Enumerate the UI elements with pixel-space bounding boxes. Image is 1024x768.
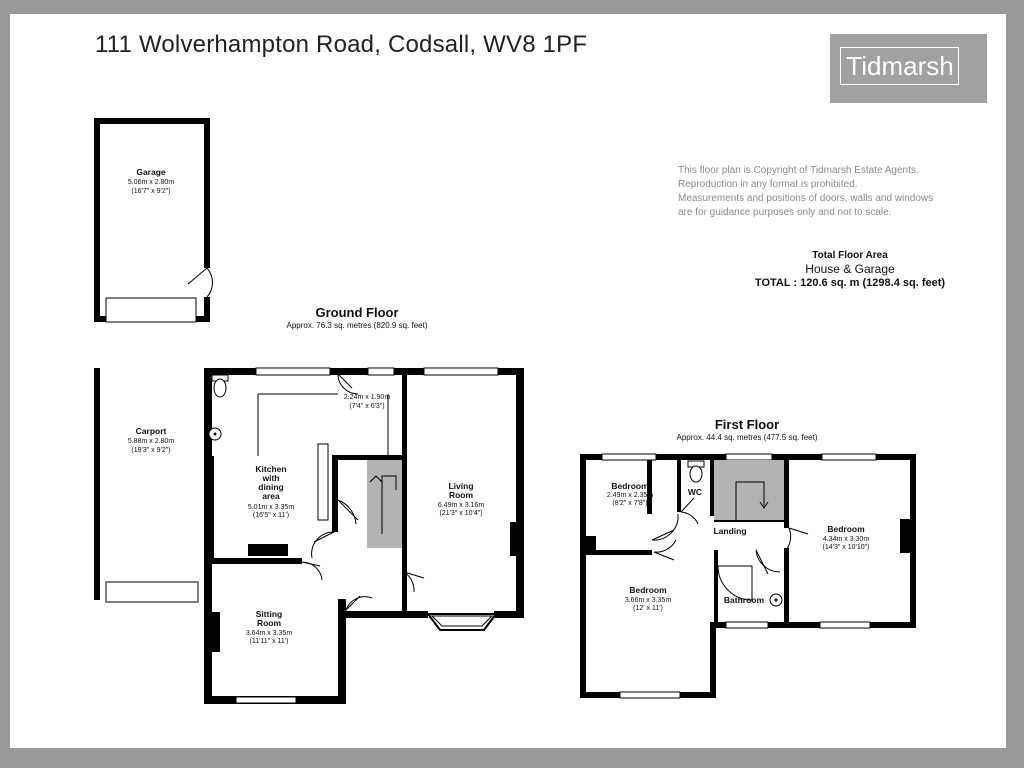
first-floor-area: Approx. 44.4 sq. metres (477.5 sq. feet) (676, 433, 818, 442)
fireplace (206, 612, 220, 652)
kitchen-label-3: dining (258, 482, 284, 492)
floor-plan-drawing: Garage 5.06m x 2.80m (16'7" x 9'2") Carp… (94, 118, 916, 704)
brand-logo: Tidmarsh (830, 34, 987, 103)
bedroom-small-label: Bedroom (611, 481, 649, 491)
utility-imperial: (7'4" x 6'3") (349, 403, 384, 410)
garage-imperial: (16'7" x 9'2") (131, 188, 170, 195)
ground-floor-title: Ground Floor (315, 305, 399, 320)
bedroom-bottom-metric: 3.66m x 3.35m (625, 597, 671, 604)
garage-side-door (187, 267, 213, 298)
copyright-line: This floor plan is Copyright of Tidmarsh… (678, 165, 919, 176)
sitting-metric: 3.64m x 3.35m (246, 630, 292, 637)
carport-opening (105, 581, 199, 603)
bedroom-right-label: Bedroom (827, 524, 865, 534)
landing-label: Landing (713, 526, 746, 536)
carport-metric: 5.88m x 2.80m (128, 438, 174, 445)
bedroom-small-imperial: (8'2" x 7'8") (612, 500, 647, 507)
living-metric: 6.49m x 3.16m (438, 502, 484, 509)
bedroom-small-metric: 2.49m x 2.35m (607, 492, 653, 499)
copyright-line: Measurements and positions of doors, wal… (678, 193, 934, 204)
logo-border (840, 47, 959, 85)
bedroom-right-metric: 4.34m x 3.30m (823, 536, 869, 543)
chimney-breast (248, 544, 288, 556)
carport: Carport 5.88m x 2.80m (19'3" x 9'2") (94, 368, 199, 603)
copyright-line: Reproduction in any format is prohibited… (678, 179, 858, 190)
sitting-label-1: Sitting (256, 609, 282, 619)
bathroom-label: Bathroom (724, 595, 765, 605)
utility-metric: 2.24m x 1.90m (344, 394, 390, 401)
ground-floor-heading: Ground Floor Approx. 76.3 sq. metres (82… (232, 305, 482, 330)
kitchen-metric: 5.01m x 3.35m (248, 504, 294, 511)
sitting-label-2: Room (257, 618, 282, 628)
garage: Garage 5.06m x 2.80m (16'7" x 9'2") (94, 118, 213, 323)
ground-floor-area: Approx. 76.3 sq. metres (820.9 sq. feet) (286, 321, 428, 330)
bedroom-bottom-imperial: (12' x 11') (633, 605, 663, 612)
wc-label: WC (688, 487, 702, 497)
upper-staircase (714, 460, 784, 520)
carport-imperial: (19'3" x 9'2") (131, 447, 170, 454)
staircase (367, 460, 402, 548)
living-label-1: Living (448, 481, 473, 491)
total-subheading: House & Garage (805, 262, 895, 276)
worktop (317, 443, 329, 521)
living-label-2: Room (449, 490, 474, 500)
floor-plan-sheet: 111 Wolverhampton Road, Codsall, WV8 1PF… (10, 14, 1006, 748)
total-floor-area: Total Floor Area House & Garage TOTAL : … (650, 250, 1024, 289)
bedroom-bottom-label: Bedroom (629, 585, 667, 595)
living-imperial: (21'3" x 10'4") (439, 510, 482, 517)
kitchen-label-2: with (262, 473, 280, 483)
first-floor-heading: First Floor Approx. 44.4 sq. metres (477… (632, 417, 862, 442)
ground-floor-plan: Kitchen with dining area 5.01m x 3.35m (… (204, 367, 524, 704)
first-floor-plan: Bedroom 2.49m x 2.35m (8'2" x 7'8") WC L… (580, 453, 916, 699)
first-floor-title: First Floor (714, 417, 780, 432)
living-chimney (510, 522, 520, 556)
logo-text: Tidmarsh (846, 51, 954, 81)
kitchen-label-4: area (262, 491, 280, 501)
total-value: TOTAL : 120.6 sq. m (1298.4 sq. feet) (754, 277, 946, 289)
sitting-imperial: (11'11" x 11') (249, 638, 288, 645)
copyright-notice: This floor plan is Copyright of Tidmarsh… (678, 164, 978, 220)
copyright-line: are for guidance purposes only and not t… (678, 207, 892, 218)
garage-door (105, 297, 197, 323)
bedroom-right-imperial: (14'3" x 10'10") (823, 544, 870, 551)
carport-label: Carport (136, 426, 167, 436)
garage-metric: 5.06m x 2.80m (128, 179, 174, 186)
total-heading: Total Floor Area (812, 250, 888, 261)
kitchen-label-1: Kitchen (255, 464, 286, 474)
kitchen-imperial: (16'5" x 11') (253, 512, 289, 519)
garage-label: Garage (136, 167, 166, 177)
property-address: 111 Wolverhampton Road, Codsall, WV8 1PF (95, 31, 588, 58)
